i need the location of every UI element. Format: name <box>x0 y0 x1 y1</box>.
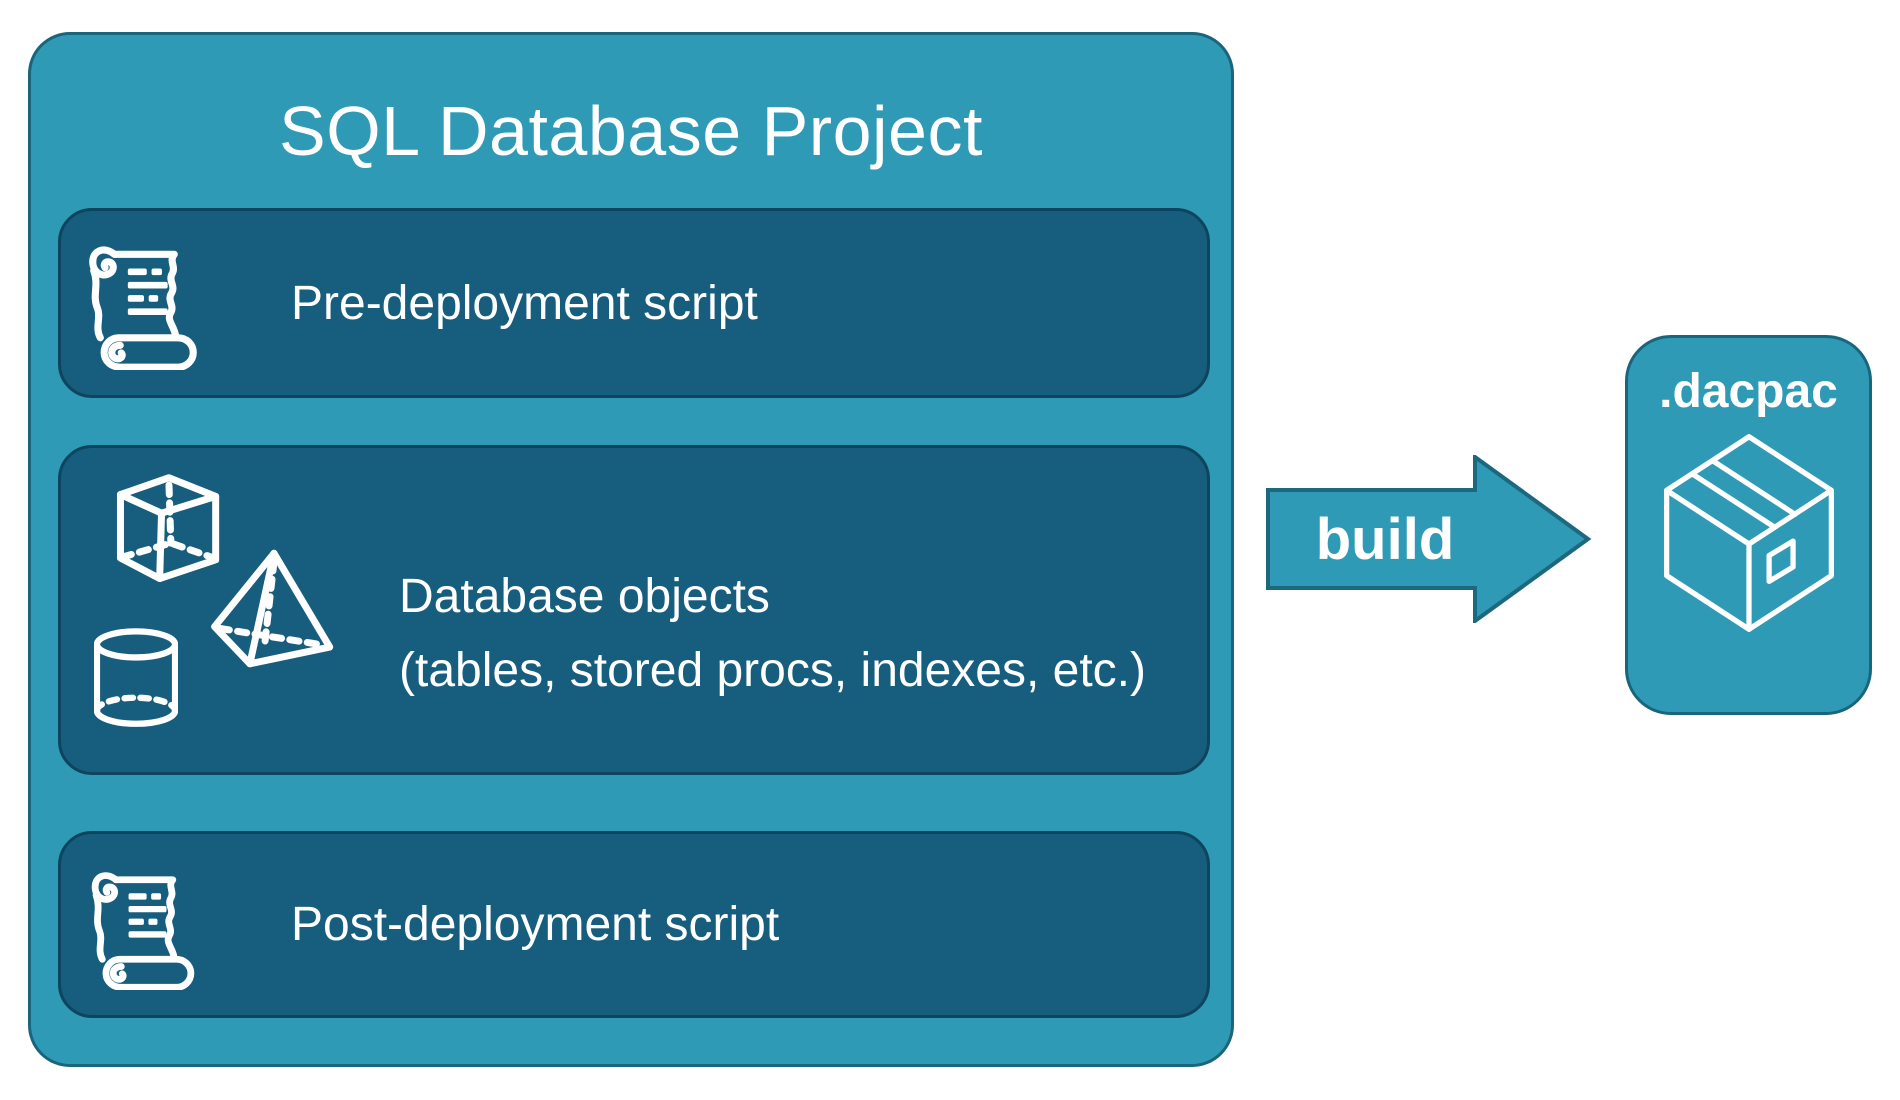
pyramid-icon <box>211 549 334 668</box>
database-objects-label: Database objects <box>399 570 770 623</box>
database-objects-sublabel: (tables, stored procs, indexes, etc.) <box>399 644 1146 697</box>
post-deployment-panel: Post-deployment script <box>58 831 1210 1018</box>
dacpac-label: .dacpac <box>1659 365 1838 418</box>
pre-deployment-label: Pre-deployment script <box>291 276 758 330</box>
package-icon <box>1663 434 1834 632</box>
cube-icon <box>116 474 220 583</box>
scroll-icon <box>91 872 195 990</box>
build-arrow-label: build <box>1315 506 1455 572</box>
cylinder-icon <box>94 628 178 727</box>
project-title: SQL Database Project <box>279 92 983 170</box>
database-objects-label-group: Database objects (tables, stored procs, … <box>399 560 1146 708</box>
pre-deployment-panel: Pre-deployment script <box>58 208 1210 398</box>
dacpac-box: .dacpac <box>1625 335 1872 715</box>
scroll-icon <box>89 246 197 370</box>
post-deployment-label: Post-deployment script <box>291 898 780 951</box>
sql-database-project-container: SQL Database Project Pre-deployment scri… <box>28 32 1234 1067</box>
database-objects-panel: Database objects (tables, stored procs, … <box>58 445 1210 775</box>
build-arrow <box>1266 455 1592 623</box>
